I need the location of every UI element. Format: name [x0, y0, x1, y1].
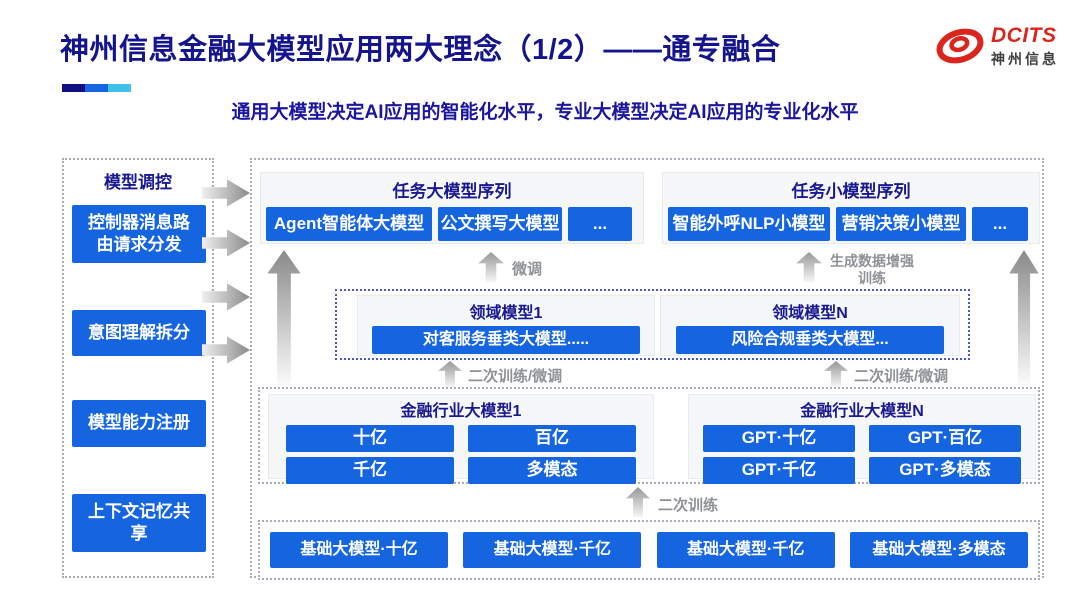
model-chip-agent: Agent智能体大模型 [266, 207, 432, 241]
task-large-model-title: 任务大模型序列 [392, 182, 512, 201]
model-architecture-diagram: 任务大模型序列 Agent智能体大模型 公文撰写大模型 ... 任务小模型序列 … [250, 158, 1044, 580]
gen-data-train-label: 生成数据增强训练 [830, 253, 914, 286]
logo-company: 神州信息 [991, 50, 1059, 67]
domain-model-n-title: 领域模型N [772, 305, 848, 322]
industry-model-1-group: 金融行业大模型1 十亿 百亿 千亿 多模态 [268, 394, 654, 484]
fine-tune-up-arrow-icon [478, 252, 504, 282]
model-chip-gpt-multimodal: GPT·多模态 [869, 457, 1021, 484]
subtitle: 通用大模型决定AI应用的智能化水平，专业大模型决定AI应用的专业化水平 [231, 102, 859, 123]
domain-model-1-title: 领域模型1 [469, 305, 543, 322]
industry-model-1-title: 金融行业大模型1 [400, 403, 522, 420]
model-chip-risk-compliance: 风险合规垂类大模型... [676, 326, 944, 354]
industry-model-n-title: 金融行业大模型N [800, 403, 924, 420]
task-small-model-title: 任务小模型序列 [791, 182, 911, 201]
domain-model-1-group: 领域模型1 对客服务垂类大模型..... [357, 295, 655, 356]
model-chip-ellipsis: ... [972, 207, 1028, 241]
sidebar-item-intent-split: 意图理解拆分 [72, 310, 206, 356]
retrain-up-arrow-icon [626, 487, 650, 517]
domain-model-n-group: 领域模型N 风险合规垂类大模型... [660, 295, 960, 356]
model-chip-hundred-billion: 千亿 [286, 457, 454, 484]
base-model-chip-hundred-billion-2: 基础大模型·千亿 [656, 532, 835, 568]
model-control-panel: 模型调控 控制器消息路由请求分发 意图理解拆分 模型能力注册 上下文记忆共享 [62, 158, 214, 578]
tall-up-arrow-icon [1009, 250, 1039, 388]
industry-model-n-group: 金融行业大模型N GPT·十亿 GPT·百亿 GPT·千亿 GPT·多模态 [688, 394, 1036, 484]
retrain-ft-left-label: 二次训练/微调 [468, 368, 563, 385]
dcits-logo: DCITS 神州信息 [933, 22, 1059, 70]
model-chip-billion: 十亿 [286, 425, 454, 452]
retrain-label: 二次训练 [658, 497, 719, 514]
base-models-container: 基础大模型·十亿 基础大模型·千亿 基础大模型·千亿 基础大模型·多模态 [258, 520, 1040, 580]
deco-segment-blue [85, 84, 108, 92]
base-model-chip-multimodal: 基础大模型·多模态 [849, 532, 1028, 568]
model-chip-nlp-outbound: 智能外呼NLP小模型 [668, 207, 830, 241]
page-title: 神州信息金融大模型应用两大理念（1/2）——通专融合 [60, 34, 781, 66]
deco-segment-cyan [108, 84, 131, 92]
task-large-model-group: 任务大模型序列 Agent智能体大模型 公文撰写大模型 ... [260, 172, 644, 244]
model-chip-gpt-ten-billion: GPT·百亿 [869, 425, 1021, 452]
fine-tune-label: 微调 [512, 261, 543, 278]
logo-swirl-icon [936, 28, 984, 64]
deco-segment-navy [62, 84, 85, 92]
model-chip-document-writing: 公文撰写大模型 [438, 207, 562, 241]
base-model-chip-billion: 基础大模型·十亿 [270, 532, 448, 568]
tall-up-arrow-icon [267, 250, 301, 388]
retrain-ft-right-up-arrow-icon [824, 361, 848, 387]
deco-bar [62, 84, 131, 92]
model-chip-customer-service: 对客服务垂类大模型..... [372, 326, 640, 354]
model-chip-gpt-billion: GPT·十亿 [703, 425, 855, 452]
logo-brand: DCITS [991, 23, 1057, 47]
model-chip-gpt-hundred-billion: GPT·千亿 [703, 457, 855, 484]
sidebar-item-message-routing: 控制器消息路由请求分发 [72, 205, 206, 263]
sidebar-title: 模型调控 [104, 173, 172, 192]
sidebar-item-capability-register: 模型能力注册 [72, 400, 206, 447]
sidebar-item-context-memory: 上下文记忆共享 [72, 494, 206, 552]
industry-models-container: 金融行业大模型1 十亿 百亿 千亿 多模态 金融行业大模型N GPT·十亿 GP… [258, 387, 1040, 484]
gen-data-up-arrow-icon [796, 252, 822, 282]
retrain-ft-left-up-arrow-icon [438, 361, 462, 387]
model-chip-marketing-decision: 营销决策小模型 [836, 207, 966, 241]
task-small-model-group: 任务小模型序列 智能外呼NLP小模型 营销决策小模型 ... [662, 172, 1040, 244]
base-model-chip-hundred-billion-1: 基础大模型·千亿 [463, 532, 642, 568]
domain-models-container: 领域模型1 对客服务垂类大模型..... 领域模型N 风险合规垂类大模型... [335, 289, 970, 360]
model-chip-ten-billion: 百亿 [468, 425, 636, 452]
retrain-ft-right-label: 二次训练/微调 [854, 368, 949, 385]
model-chip-ellipsis: ... [568, 207, 632, 241]
model-chip-multimodal: 多模态 [468, 457, 636, 484]
